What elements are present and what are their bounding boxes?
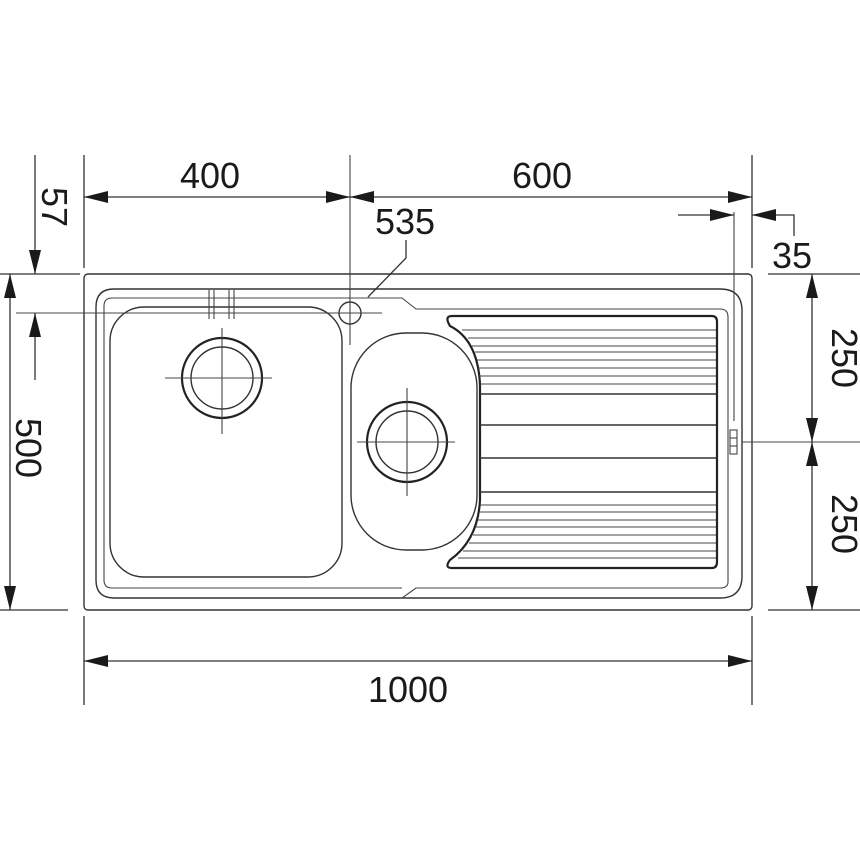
dim-label-250-upper: 250 xyxy=(824,328,860,388)
half-bowl xyxy=(350,332,478,551)
half-waste-outlet xyxy=(357,388,455,496)
dim-label-600: 600 xyxy=(512,155,572,196)
dimension-600: 600 xyxy=(350,155,753,268)
dimension-500: 500 xyxy=(0,274,68,611)
overflow-slot xyxy=(729,212,860,455)
dimension-250-lower: 250 xyxy=(768,442,860,611)
main-waste-outlet xyxy=(165,328,272,434)
tap-hole xyxy=(16,155,382,345)
dim-label-35: 35 xyxy=(772,235,812,276)
dimension-535: 535 xyxy=(367,201,435,298)
dim-label-250-lower: 250 xyxy=(824,494,860,554)
dim-label-400: 400 xyxy=(180,155,240,196)
dimension-250-upper: 250 xyxy=(768,273,860,442)
dimension-1000: 1000 xyxy=(83,616,753,710)
dim-label-57: 57 xyxy=(34,187,75,227)
ribbed-drainer xyxy=(446,314,719,570)
dimension-400: 400 xyxy=(83,155,350,268)
dim-label-500: 500 xyxy=(8,418,49,478)
dimension-57: 57 xyxy=(0,155,80,380)
main-bowl xyxy=(109,290,343,578)
dimension-35: 35 xyxy=(678,209,812,276)
dim-label-535: 535 xyxy=(375,201,435,242)
dim-label-1000: 1000 xyxy=(368,669,448,710)
